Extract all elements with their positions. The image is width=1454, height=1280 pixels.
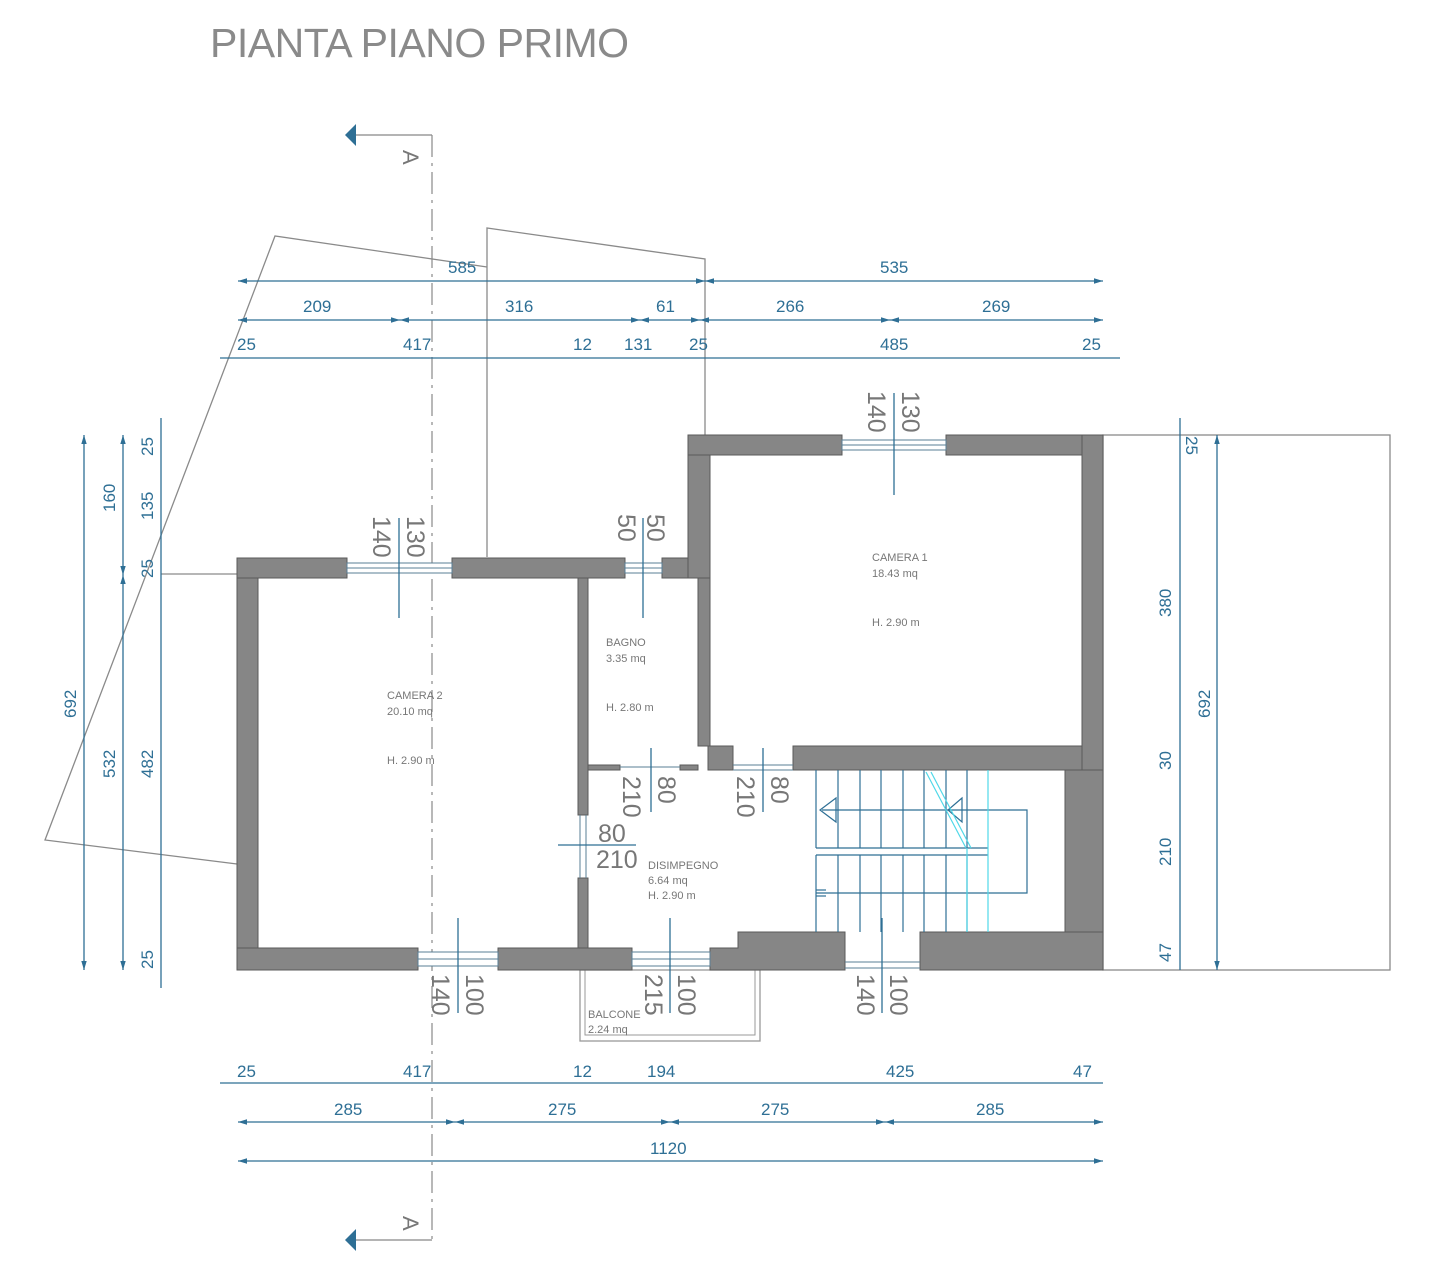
- door-width: 80: [765, 776, 793, 804]
- dimension-label: 210: [1156, 838, 1175, 866]
- left-dimensions: 692 160 532 25 135 25 482 25: [61, 418, 162, 988]
- dimension-label: 269: [982, 297, 1010, 316]
- dimension-label: 12: [573, 1062, 592, 1081]
- door-width: 100: [672, 974, 700, 1016]
- dimension-label: 194: [647, 1062, 675, 1081]
- stair-arrow-icon: [819, 796, 837, 824]
- dimension-label: 275: [761, 1100, 789, 1119]
- dimension-label: 417: [403, 335, 431, 354]
- roof-outline: [44, 227, 1391, 971]
- room-labels: CAMERA 1 18.43 mq H. 2.90 m BAGNO 3.35 m…: [387, 552, 928, 1036]
- door: [579, 815, 587, 878]
- dimension-label: 25: [689, 335, 708, 354]
- dimension-label: 585: [448, 258, 476, 277]
- dimension-label: 47: [1156, 943, 1175, 962]
- dimension-label: 316: [505, 297, 533, 316]
- window-height: 100: [460, 974, 488, 1016]
- room-height: H. 2.90 m: [648, 890, 696, 902]
- dimension-label: 25: [138, 950, 157, 969]
- room-height: H. 2.90 m: [872, 617, 920, 629]
- door-height: 210: [596, 846, 638, 874]
- walls: [236, 434, 1104, 971]
- dimension-label: 209: [303, 297, 331, 316]
- section-line-a: A A: [345, 124, 433, 1251]
- dimension-label: 160: [100, 484, 119, 512]
- bottom-dimensions: 25 417 12 194 425 47 285 275 275 285 112…: [220, 1062, 1103, 1164]
- dimension-label: 61: [656, 297, 675, 316]
- dimension-label: 131: [624, 335, 652, 354]
- room-area: 18.43 mq: [872, 568, 918, 580]
- dimension-label: 482: [138, 750, 157, 778]
- top-dimensions: 585 535 209 316 61 266 269 25 417 12 131…: [220, 258, 1120, 359]
- section-label: A: [398, 1216, 423, 1231]
- section-arrow-icon: [345, 1229, 356, 1251]
- stair-arrow-icon: [947, 796, 963, 824]
- opening-dimensions: 140 130 140 130 50 50 210 80 210 80 80 2…: [367, 391, 924, 1016]
- door-height: 210: [617, 776, 645, 818]
- room-height: H. 2.90 m: [387, 755, 435, 767]
- dimension-label: 417: [403, 1062, 431, 1081]
- dimension-label: 692: [61, 690, 80, 718]
- room-name: BAGNO: [606, 637, 646, 649]
- dimension-label: 47: [1073, 1062, 1092, 1081]
- room-name: DISIMPEGNO: [648, 860, 719, 872]
- window-height: 130: [401, 516, 429, 558]
- room-name: CAMERA 2: [387, 690, 443, 702]
- dimension-label: 380: [1156, 589, 1175, 617]
- dimension-label: 285: [976, 1100, 1004, 1119]
- door-height: 215: [639, 974, 667, 1016]
- section-arrow-icon: [345, 124, 356, 146]
- dimension-label: 25: [237, 1062, 256, 1081]
- window-width: 50: [612, 514, 640, 542]
- right-dimensions: 25 380 30 210 47 692: [1156, 418, 1220, 970]
- dimension-label: 285: [334, 1100, 362, 1119]
- dimension-label: 25: [138, 437, 157, 456]
- dimension-label: 30: [1156, 751, 1175, 770]
- window-height: 50: [641, 514, 669, 542]
- room-name: CAMERA 1: [872, 552, 928, 564]
- dimension-label: 535: [880, 258, 908, 277]
- door-height: 210: [731, 776, 759, 818]
- dimension-label: 135: [138, 492, 157, 520]
- door-width: 80: [652, 776, 680, 804]
- dimension-label: 275: [548, 1100, 576, 1119]
- drawing-title: PIANTA PIANO PRIMO: [210, 20, 629, 66]
- window-width: 140: [367, 516, 395, 558]
- room-area: 6.64 mq: [648, 875, 688, 887]
- door-width: 80: [598, 820, 626, 848]
- door-height: 100: [884, 974, 912, 1016]
- room-area: 2.24 mq: [588, 1024, 628, 1036]
- dimension-label: 532: [100, 750, 119, 778]
- dimension-label: 25: [138, 559, 157, 578]
- staircase: [815, 770, 1028, 932]
- window-height: 130: [896, 391, 924, 433]
- door-width: 140: [851, 974, 879, 1016]
- room-height: H. 2.80 m: [606, 702, 654, 714]
- room-area: 3.35 mq: [606, 653, 646, 665]
- dimension-label: 692: [1195, 690, 1214, 718]
- section-label: A: [398, 150, 423, 165]
- dimension-label: 25: [1182, 436, 1201, 455]
- dimension-label: 25: [1082, 335, 1101, 354]
- dimension-label: 1120: [650, 1139, 687, 1158]
- dimension-label: 425: [886, 1062, 914, 1081]
- dimension-label: 25: [237, 335, 256, 354]
- dimension-label: 485: [880, 335, 908, 354]
- window: [631, 951, 711, 967]
- room-name: BALCONE: [588, 1009, 641, 1021]
- window-width: 140: [426, 974, 454, 1016]
- room-area: 20.10 mq: [387, 706, 433, 718]
- dimension-label: 12: [573, 335, 592, 354]
- dimension-label: 266: [776, 297, 804, 316]
- window-width: 140: [862, 391, 890, 433]
